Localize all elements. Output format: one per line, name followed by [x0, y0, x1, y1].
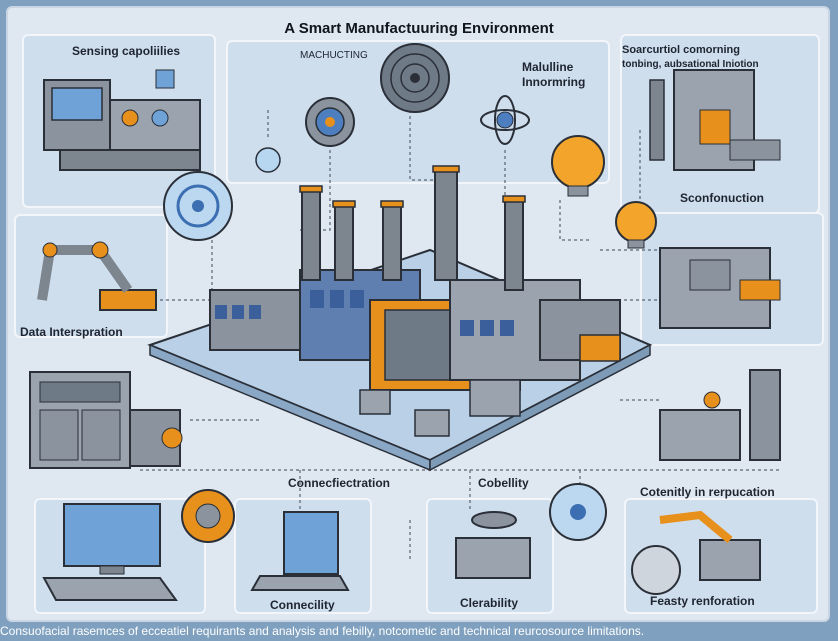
robot-arm-icon	[659, 510, 761, 581]
panel-left	[14, 214, 168, 338]
label-monitoring-2: Innormring	[522, 75, 586, 89]
label-connecility: Connecility	[270, 598, 335, 612]
monitor-icon	[42, 503, 178, 601]
control-console-icon	[43, 69, 201, 171]
label-feasty: Feasty renforation	[650, 594, 755, 608]
label-connectification: Connecfiectration	[288, 476, 391, 490]
label-sensing: Sensing capoliilies	[72, 44, 181, 58]
label-cobellity: Cobellity	[478, 476, 529, 490]
scale-device-icon	[455, 511, 531, 579]
processing-machine-icon	[659, 369, 781, 461]
laptop-icon	[250, 511, 350, 591]
label-machining: MACHUCTING	[300, 50, 368, 61]
assembly-machine-icon	[659, 247, 781, 329]
spiral-icon	[380, 43, 450, 113]
gear-icon	[305, 97, 355, 147]
page-title: A Smart Manufactuuring Environment	[284, 20, 554, 37]
atom-icon	[480, 95, 530, 145]
network-node-icon	[549, 483, 681, 595]
label-data-interpretation: Data Interspration	[20, 325, 123, 339]
label-clerability: Clerability	[460, 596, 519, 610]
caption: Consuofacial rasemces of ecceatiel requi…	[0, 624, 645, 638]
sensor-ring-icon	[163, 171, 233, 241]
robot-arm-icon	[37, 241, 157, 311]
factory-icon	[147, 165, 653, 472]
label-sconfonuction: Sconfonuction	[680, 191, 764, 205]
label-top-right-2: tonbing, aubsational Iniotion	[622, 59, 759, 70]
label-monitoring-1: Malulline	[522, 60, 574, 74]
gear-icon	[181, 489, 235, 543]
server-rack-icon	[29, 371, 183, 469]
machine-unit-icon	[649, 69, 781, 171]
lightbulb-icon	[255, 135, 657, 249]
label-top-right-1: Soarcurtiol comorning	[622, 44, 740, 56]
label-cotenity: Cotenitly in rerpucation	[640, 485, 775, 499]
